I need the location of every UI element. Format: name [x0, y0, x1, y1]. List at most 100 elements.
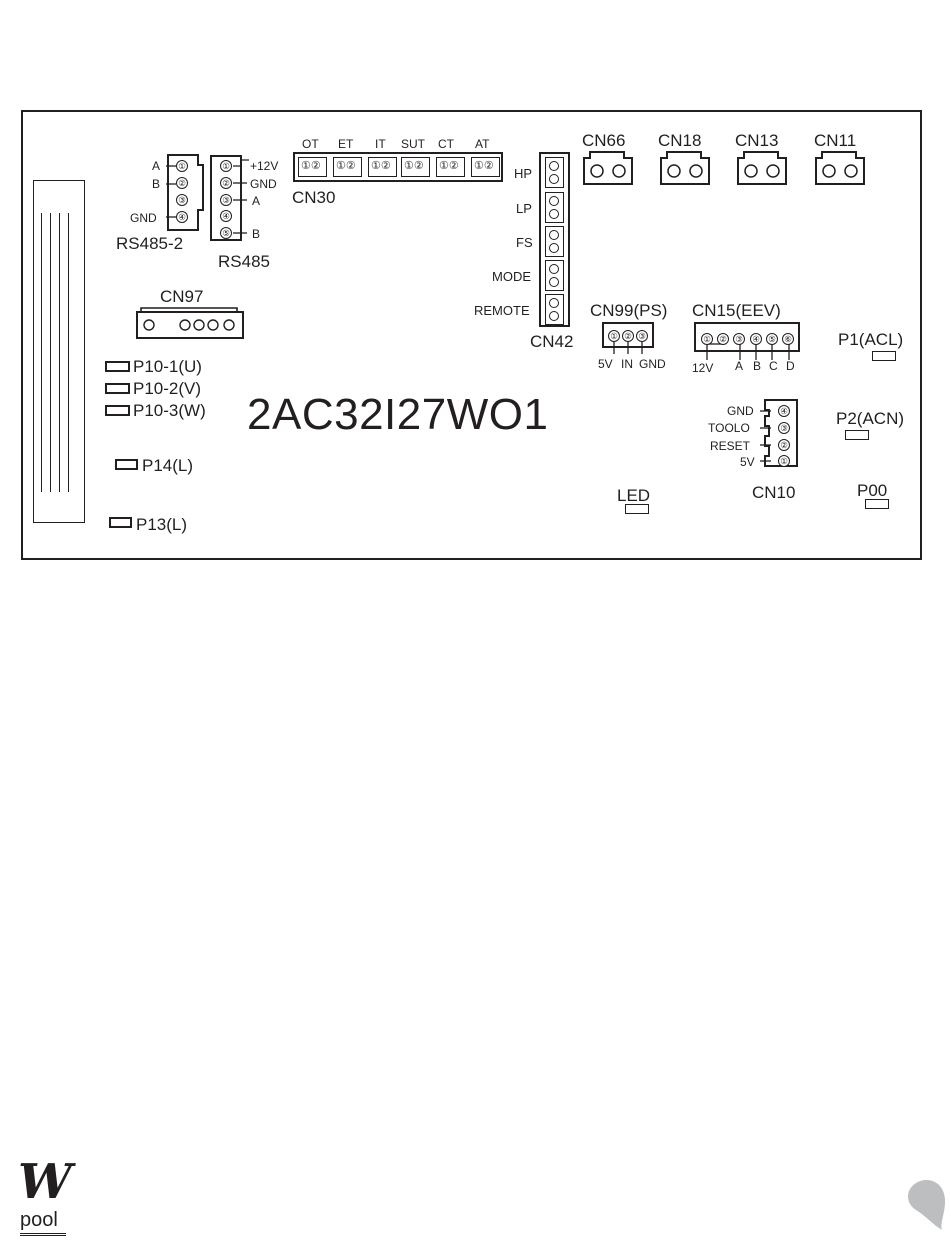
cn13-name: CN13	[735, 131, 779, 150]
cn15-label-c: C	[769, 359, 778, 373]
cn30-sensor-label-et: ET	[338, 137, 354, 151]
cn66-name: CN66	[582, 131, 626, 150]
rs485-2-pin: ②	[176, 177, 188, 189]
cn42-input-label-mode: MODE	[492, 269, 531, 284]
cn30-pin-pair-sut: ①②	[401, 157, 430, 177]
cn97-name: CN97	[160, 287, 204, 306]
pad-p10-2	[105, 383, 130, 394]
cn99-label-gnd: GND	[639, 357, 666, 371]
heatsink-fin	[59, 213, 60, 492]
pad-p10-2-label: P10-2(V)	[133, 379, 202, 398]
cn10-label-gnd: GND	[727, 404, 754, 418]
led-pad	[625, 504, 649, 514]
rs485-2-label-gnd: GND	[130, 211, 157, 225]
cn99-pin: ②	[622, 330, 634, 342]
cn42-input-label-hp: HP	[514, 166, 533, 181]
cn15-label-a: A	[735, 359, 744, 373]
cn42-input-label-remote: REMOTE	[474, 303, 530, 318]
board-model-label: 2AC32I27WO1	[247, 390, 549, 439]
cn30-sensor-label-at: AT	[475, 137, 490, 151]
cn42-name: CN42	[530, 332, 574, 351]
cn30-pin-pair-it: ①②	[368, 157, 397, 177]
pcb-board-outline	[21, 110, 922, 560]
rs485-label-12v: +12V	[250, 159, 279, 173]
cn30-pin-pair-ct: ①②	[436, 157, 465, 177]
cn30-sensor-label-it: IT	[375, 137, 386, 151]
pad-p1	[872, 351, 896, 361]
rs485-label-a: A	[252, 194, 261, 208]
cn10-pin: ③	[778, 422, 790, 434]
cn15-pin: ⑥	[782, 333, 794, 345]
brand-logo-mark: W	[18, 1154, 72, 1210]
rs485-pin: ③	[220, 194, 232, 206]
cn42-cell-lp	[545, 192, 564, 223]
pad-p14-label: P14(L)	[142, 456, 194, 475]
droplet-icon	[908, 1180, 946, 1230]
cn15-pin: ②	[717, 333, 729, 345]
heatsink-fin	[68, 213, 69, 492]
cn15-label-d: D	[786, 359, 795, 373]
rs485-pin: ④	[220, 210, 232, 222]
pad-p00	[865, 499, 889, 509]
cn30-pin-pair-et: ①②	[333, 157, 362, 177]
cn97-connector	[136, 307, 244, 339]
cn15-pin: ⑤	[766, 333, 778, 345]
cn10-label-toolo: TOOLO	[708, 421, 750, 435]
cn15-label-12v: 12V	[692, 361, 714, 375]
rs485-label-gnd: GND	[250, 177, 277, 191]
heatsink	[33, 180, 85, 523]
cn42-cell-hp	[545, 157, 564, 188]
cn13-connector	[737, 151, 787, 185]
cn66-connector	[583, 151, 633, 185]
led-label: LED	[617, 486, 651, 505]
cn42-input-label-fs: FS	[516, 235, 533, 250]
cn99-name: CN99(PS)	[590, 301, 668, 320]
cn30-sensor-label-ct: CT	[438, 137, 454, 151]
cn18-name: CN18	[658, 131, 702, 150]
heatsink-fin	[41, 213, 42, 492]
pad-p13	[109, 517, 132, 528]
cn10-label-reset: RESET	[710, 439, 751, 453]
cn99-pin: ③	[636, 330, 648, 342]
cn99-pin: ①	[608, 330, 620, 342]
rs485-2-pin: ③	[176, 194, 188, 206]
cn30-sensor-label-ot: OT	[302, 137, 319, 151]
cn30-connector	[293, 152, 503, 182]
rs485-2-pin: ④	[176, 211, 188, 223]
heatsink-fin	[50, 213, 51, 492]
pad-p2-label: P2(ACN)	[836, 409, 905, 428]
rs485-pin: ②	[220, 177, 232, 189]
pad-p2	[845, 430, 869, 440]
cn18-connector	[660, 151, 710, 185]
cn10-label-5v: 5V	[740, 455, 755, 469]
cn15-label-b: B	[753, 359, 762, 373]
rs485-2-label-b: B	[152, 177, 161, 191]
cn42-cell-remote	[545, 294, 564, 325]
cn11-connector	[815, 151, 865, 185]
brand-logo-underline	[20, 1233, 66, 1236]
rs485-2-connector	[166, 154, 204, 231]
rs485-2-label-a: A	[152, 159, 161, 173]
pad-p14	[115, 459, 138, 470]
cn30-sensor-label-sut: SUT	[401, 137, 425, 151]
rs485-label-b: B	[252, 227, 261, 241]
cn30-pin-pair-ot: ①②	[298, 157, 327, 177]
cn15-pin: ③	[733, 333, 745, 345]
rs485-2-name: RS485-2	[116, 234, 184, 253]
cn30-pin-pair-at: ①②	[471, 157, 500, 177]
cn10-pin: ④	[778, 405, 790, 417]
rs485-pin: ⑤	[220, 227, 232, 239]
cn30-name: CN30	[292, 188, 336, 207]
cn42-cell-fs	[545, 226, 564, 257]
cn99-label-in: IN	[621, 357, 633, 371]
pad-p10-3-label: P10-3(W)	[133, 401, 206, 420]
pad-p10-1-label: P10-1(U)	[133, 357, 202, 376]
rs485-pin: ①	[220, 160, 232, 172]
cn42-cell-mode	[545, 260, 564, 291]
pad-p13-label: P13(L)	[136, 515, 188, 534]
cn15-pin: ①	[701, 333, 713, 345]
rs485-2-pin: ①	[176, 160, 188, 172]
cn42-input-label-lp: LP	[516, 201, 532, 216]
cn11-name: CN11	[814, 131, 857, 150]
brand-logo-text: pool	[20, 1209, 58, 1231]
